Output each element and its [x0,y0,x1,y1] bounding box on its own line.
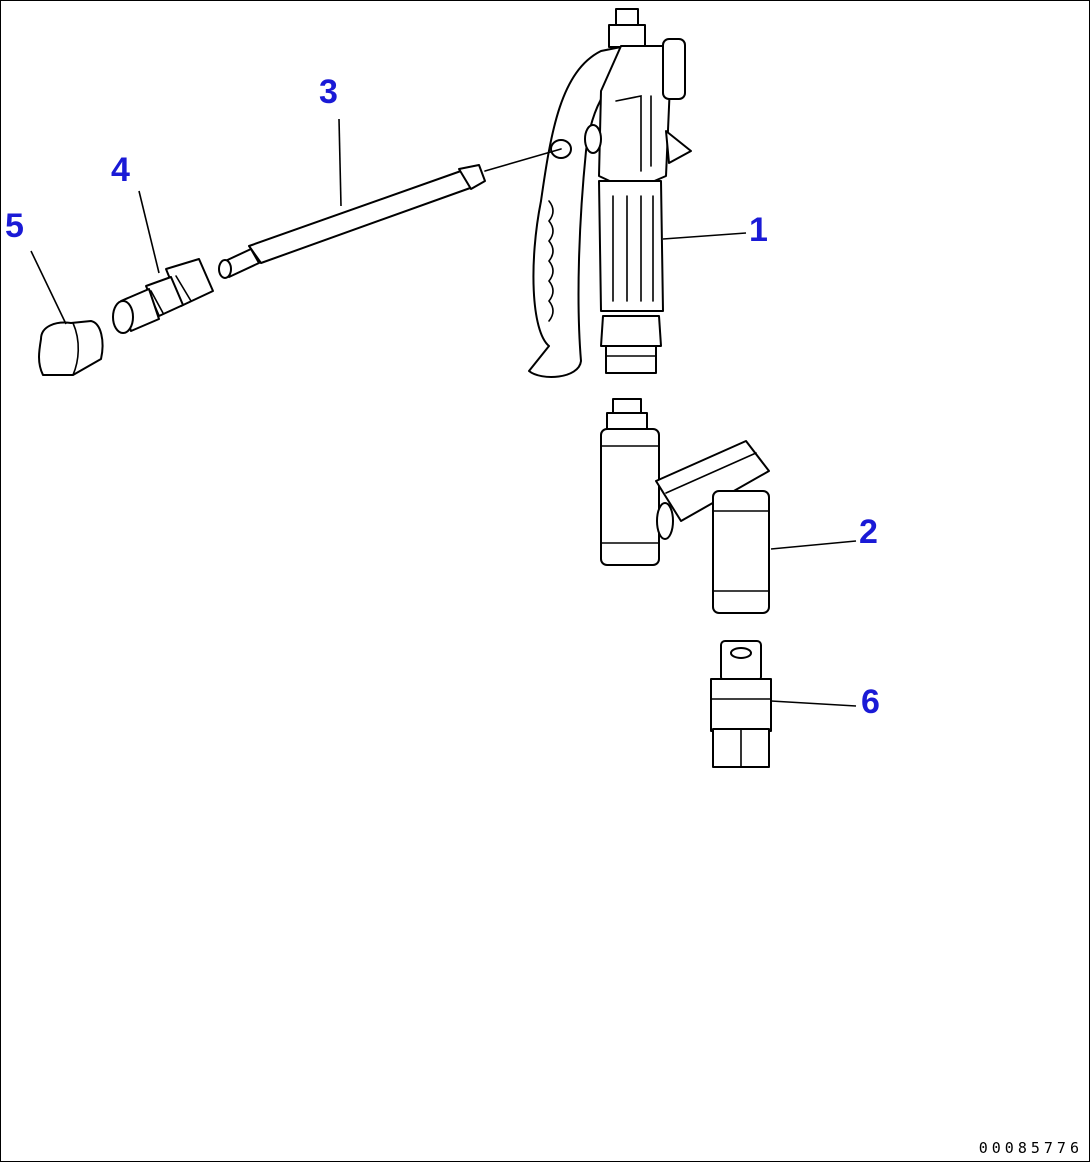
callout-5: 5 [5,207,24,245]
leader-5 [30,250,67,325]
leader-4 [138,190,160,274]
part-3-extension-pipe [218,148,562,279]
part-6-coupler [710,640,772,768]
callout-labels: 1 2 3 4 5 6 [5,73,880,721]
callout-6: 6 [861,683,880,721]
callout-3: 3 [319,73,338,111]
part-4-connector-nozzle [112,258,214,334]
leader-1 [662,232,747,240]
leader-2 [770,540,857,550]
part-5-cap [38,320,104,376]
callout-2: 2 [859,513,878,551]
leader-6 [770,700,857,707]
part-1-grease-gun [528,8,692,378]
leader-lines [30,118,857,707]
leader-3 [338,118,342,207]
part-2-angled-adapter [600,398,770,614]
drawing-number: 00085776 [978,1139,1083,1157]
callout-1: 1 [749,211,768,249]
callout-4: 4 [111,151,130,189]
